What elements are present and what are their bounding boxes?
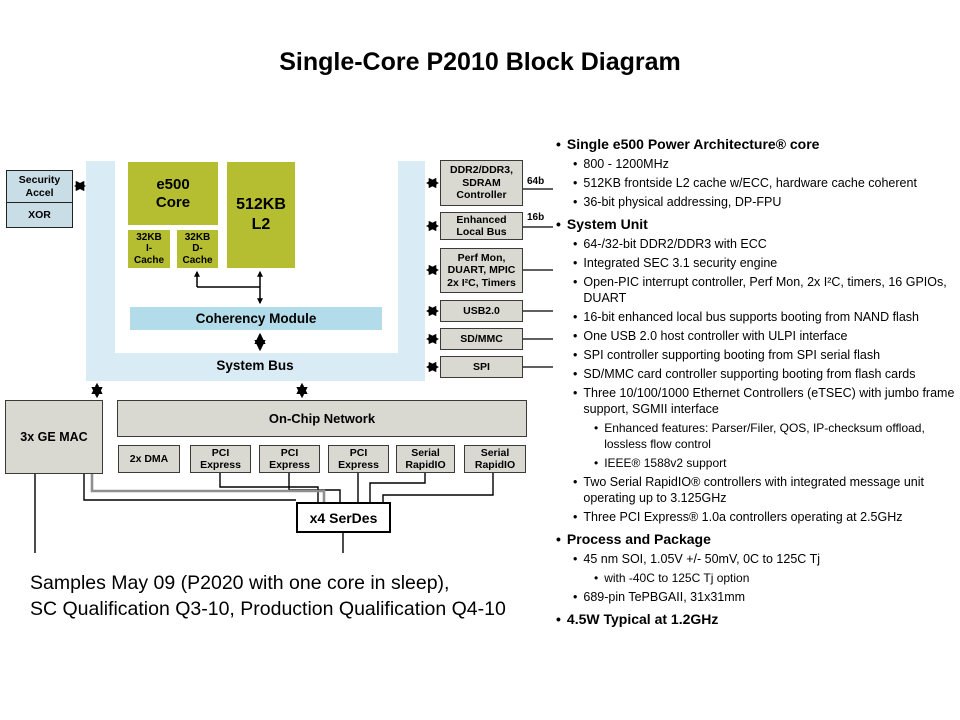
bullet-text: One USB 2.0 host controller with ULPI in… bbox=[583, 329, 848, 343]
bullet-dot: • bbox=[594, 571, 599, 585]
bullet-item-l3: • with -40C to 125C Tj option bbox=[594, 570, 958, 586]
elb-width-label: 16b bbox=[527, 212, 545, 223]
page-title: Single-Core P2010 Block Diagram bbox=[279, 48, 681, 76]
pci-express-block-1: PCI Express bbox=[190, 445, 251, 473]
bullet-dot: • bbox=[556, 611, 561, 627]
bullet-item-l2: • Three 10/100/1000 Ethernet Controllers … bbox=[573, 385, 958, 417]
footer-note: Samples May 09 (P2020 with one core in s… bbox=[30, 572, 506, 620]
bullet-item-l1: • System Unit bbox=[556, 216, 958, 233]
bullet-item-l1: • 4.5W Typical at 1.2GHz bbox=[556, 611, 958, 628]
bullet-text: 800 - 1200MHz bbox=[583, 157, 669, 171]
serial-rapidio-block-2: Serial RapidIO bbox=[464, 445, 526, 473]
bullet-dot: • bbox=[573, 237, 578, 251]
bullet-text: 512KB frontside L2 cache w/ECC, hardware… bbox=[583, 176, 917, 190]
bullet-dot: • bbox=[573, 195, 578, 209]
sdmmc-block: SD/MMC bbox=[440, 328, 523, 350]
bullet-item-l3: • Enhanced features: Parser/Filer, QOS, I… bbox=[594, 420, 958, 452]
bullet-dot: • bbox=[573, 386, 578, 400]
bullet-item-l2: • 512KB frontside L2 cache w/ECC, hardwar… bbox=[573, 175, 958, 191]
bullet-text: SD/MMC card controller supporting bootin… bbox=[583, 367, 916, 381]
serdes-block: x4 SerDes bbox=[296, 502, 391, 533]
bullet-item-l2: • Open-PIC interrupt controller, Perf Mon… bbox=[573, 274, 958, 306]
bullet-item-l2: • One USB 2.0 host controller with ULPI i… bbox=[573, 328, 958, 344]
security-accel-label: Security Accel bbox=[18, 173, 61, 199]
bullet-text: Two Serial RapidIO® controllers with int… bbox=[583, 475, 925, 505]
bullet-dot: • bbox=[573, 329, 578, 343]
xor-label: XOR bbox=[7, 202, 72, 227]
on-chip-network-block: On-Chip Network bbox=[117, 400, 527, 437]
bullet-dot: • bbox=[573, 176, 578, 190]
bullet-item-l1: • Single e500 Power Architecture® core bbox=[556, 136, 958, 153]
feature-list: • Single e500 Power Architecture® core • 80… bbox=[556, 136, 958, 631]
local-bus-block: Enhanced Local Bus bbox=[440, 212, 523, 240]
system-bus-label: System Bus bbox=[216, 358, 294, 373]
bullet-item-l2: • Two Serial RapidIO® controllers with in… bbox=[573, 474, 958, 506]
spi-block: SPI bbox=[440, 356, 523, 378]
bullet-item-l2: • SPI controller supporting booting from … bbox=[573, 347, 958, 363]
bullet-item-l3: • IEEE® 1588v2 support bbox=[594, 455, 958, 471]
bullet-dot: • bbox=[573, 590, 578, 604]
bullet-dot: • bbox=[573, 310, 578, 324]
bullet-text: Single e500 Power Architecture® core bbox=[566, 136, 820, 152]
l2-cache-block: 512KB L2 bbox=[227, 162, 295, 268]
bullet-dot: • bbox=[573, 552, 578, 566]
serdes-routing bbox=[34, 473, 494, 553]
bullet-item-l2: • 689-pin TePBGAII, 31x31mm bbox=[573, 589, 958, 605]
bullet-item-l2: • 45 nm SOI, 1.05V +/- 50mV, 0C to 125C T… bbox=[573, 551, 958, 567]
bullet-item-l2: • 800 - 1200MHz bbox=[573, 156, 958, 172]
gemac-block: 3x GE MAC bbox=[5, 400, 103, 474]
perf-mon-block: Perf Mon, DUART, MPIC 2x I²C, Timers bbox=[440, 248, 523, 293]
pci-express-block-2: PCI Express bbox=[259, 445, 320, 473]
bullet-item-l2: • 64-/32-bit DDR2/DDR3 with ECC bbox=[573, 236, 958, 252]
bullet-item-l2: • 16-bit enhanced local bus supports boot… bbox=[573, 309, 958, 325]
bullet-dot: • bbox=[594, 421, 599, 435]
icache-block: 32KB I- Cache bbox=[128, 230, 170, 268]
bullet-text: 64-/32-bit DDR2/DDR3 with ECC bbox=[583, 237, 767, 251]
bus-peripheral-arrows bbox=[425, 177, 440, 373]
bullet-dot: • bbox=[573, 510, 578, 524]
bullet-text: SPI controller supporting booting from S… bbox=[583, 348, 881, 362]
bullet-text: Integrated SEC 3.1 security engine bbox=[583, 256, 778, 270]
bullet-dot: • bbox=[556, 216, 561, 232]
bullet-text: 16-bit enhanced local bus supports booti… bbox=[583, 310, 919, 324]
bullet-text: 689-pin TePBGAII, 31x31mm bbox=[583, 590, 746, 604]
bullet-text: System Unit bbox=[566, 216, 648, 232]
bullet-dot: • bbox=[573, 475, 578, 489]
bullet-text: Open-PIC interrupt controller, Perf Mon,… bbox=[583, 275, 947, 305]
e500-core-block: e500 Core bbox=[128, 162, 218, 225]
bullet-item-l2: • SD/MMC card controller supporting booti… bbox=[573, 366, 958, 382]
bullet-dot: • bbox=[573, 275, 578, 289]
serial-rapidio-block-1: Serial RapidIO bbox=[396, 445, 455, 473]
ddr-width-label: 64b bbox=[527, 176, 545, 187]
bullet-text: with -40C to 125C Tj option bbox=[604, 571, 750, 585]
pci-express-block-3: PCI Express bbox=[328, 445, 389, 473]
bullet-text: 36-bit physical addressing, DP-FPU bbox=[583, 195, 782, 209]
bullet-dot: • bbox=[556, 531, 561, 547]
bullet-dot: • bbox=[573, 256, 578, 270]
bullet-dot: • bbox=[573, 367, 578, 381]
bullet-dot: • bbox=[556, 136, 561, 152]
bullet-text: 45 nm SOI, 1.05V +/- 50mV, 0C to 125C Tj bbox=[583, 552, 820, 566]
bullet-text: 4.5W Typical at 1.2GHz bbox=[566, 611, 719, 627]
dma-block: 2x DMA bbox=[118, 445, 180, 473]
coherency-module-block: Coherency Module bbox=[130, 307, 382, 330]
usb-block: USB2.0 bbox=[440, 300, 523, 322]
bullet-text: Three 10/100/1000 Ethernet Controllers (… bbox=[583, 386, 955, 416]
bullet-item-l2: • 36-bit physical addressing, DP-FPU bbox=[573, 194, 958, 210]
security-accel-block: Security Accel XOR bbox=[6, 170, 73, 228]
gemac-serdes-gray-line bbox=[90, 474, 326, 502]
ddr-controller-block: DDR2/DDR3, SDRAM Controller bbox=[440, 160, 523, 206]
bullet-item-l2: • Integrated SEC 3.1 security engine bbox=[573, 255, 958, 271]
bullet-dot: • bbox=[594, 456, 599, 470]
bullet-text: IEEE® 1588v2 support bbox=[604, 456, 727, 470]
bullet-item-l1: • Process and Package bbox=[556, 531, 958, 548]
bullet-text: Enhanced features: Parser/Filer, QOS, IP… bbox=[604, 421, 925, 451]
bullet-dot: • bbox=[573, 157, 578, 171]
bullet-text: Three PCI Express® 1.0a controllers oper… bbox=[583, 510, 903, 524]
bullet-dot: • bbox=[573, 348, 578, 362]
bullet-text: Process and Package bbox=[566, 531, 711, 547]
dcache-block: 32KB D- Cache bbox=[177, 230, 218, 268]
bullet-item-l2: • Three PCI Express® 1.0a controllers ope… bbox=[573, 509, 958, 525]
